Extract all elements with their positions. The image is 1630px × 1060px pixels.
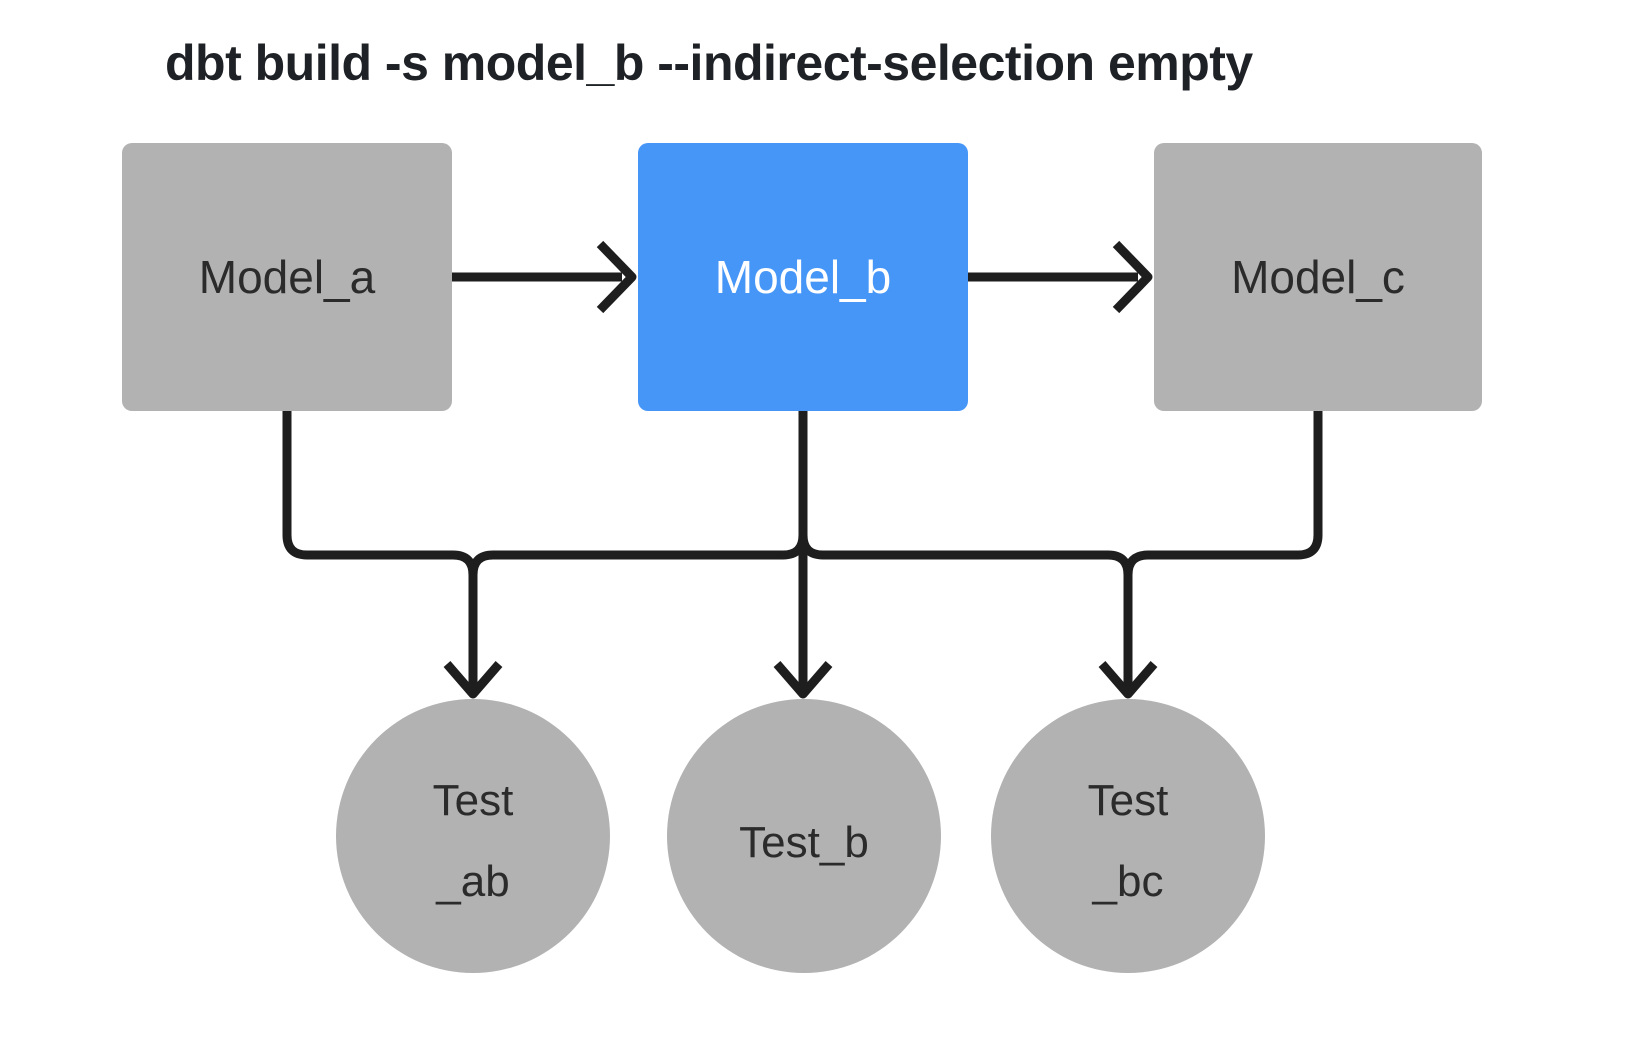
arrowhead-down-icon [1098, 661, 1158, 699]
model-b-label: Model_b [715, 251, 891, 303]
test-ab-label-line2: _ab [435, 857, 509, 906]
edge-model-a-to-test-ab [282, 411, 478, 690]
model-c-label: Model_c [1231, 251, 1405, 303]
edge-model-b-to-test-ab [468, 411, 808, 690]
edge-model-b-to-test-bc [798, 411, 1133, 690]
arrowhead-down-icon [773, 661, 833, 699]
node-model-b-selected: Model_b [638, 143, 968, 411]
node-model-a: Model_a [122, 143, 452, 411]
arrowhead-right-icon [596, 240, 637, 314]
test-ab-label-line1: Test [433, 776, 514, 825]
node-test-bc: Test _bc [991, 699, 1265, 973]
model-c-box [1154, 143, 1482, 411]
test-bc-label-line1: Test [1088, 776, 1169, 825]
test-bc-circle [991, 699, 1265, 973]
model-a-box [122, 143, 452, 411]
node-test-ab: Test _ab [336, 699, 610, 973]
arrowhead-right-icon [1112, 240, 1153, 314]
test-ab-circle [336, 699, 610, 973]
edge-model-c-to-test-bc [1123, 411, 1323, 690]
node-test-b: Test_b [667, 699, 941, 973]
test-b-label: Test_b [739, 818, 869, 867]
model-a-label: Model_a [199, 251, 376, 303]
test-b-circle [667, 699, 941, 973]
node-model-c: Model_c [1154, 143, 1482, 411]
model-b-box [638, 143, 968, 411]
test-bc-label-line2: _bc [1092, 857, 1164, 906]
diagram-title: dbt build -s model_b --indirect-selectio… [165, 35, 1253, 91]
arrowhead-down-icon [443, 661, 503, 699]
